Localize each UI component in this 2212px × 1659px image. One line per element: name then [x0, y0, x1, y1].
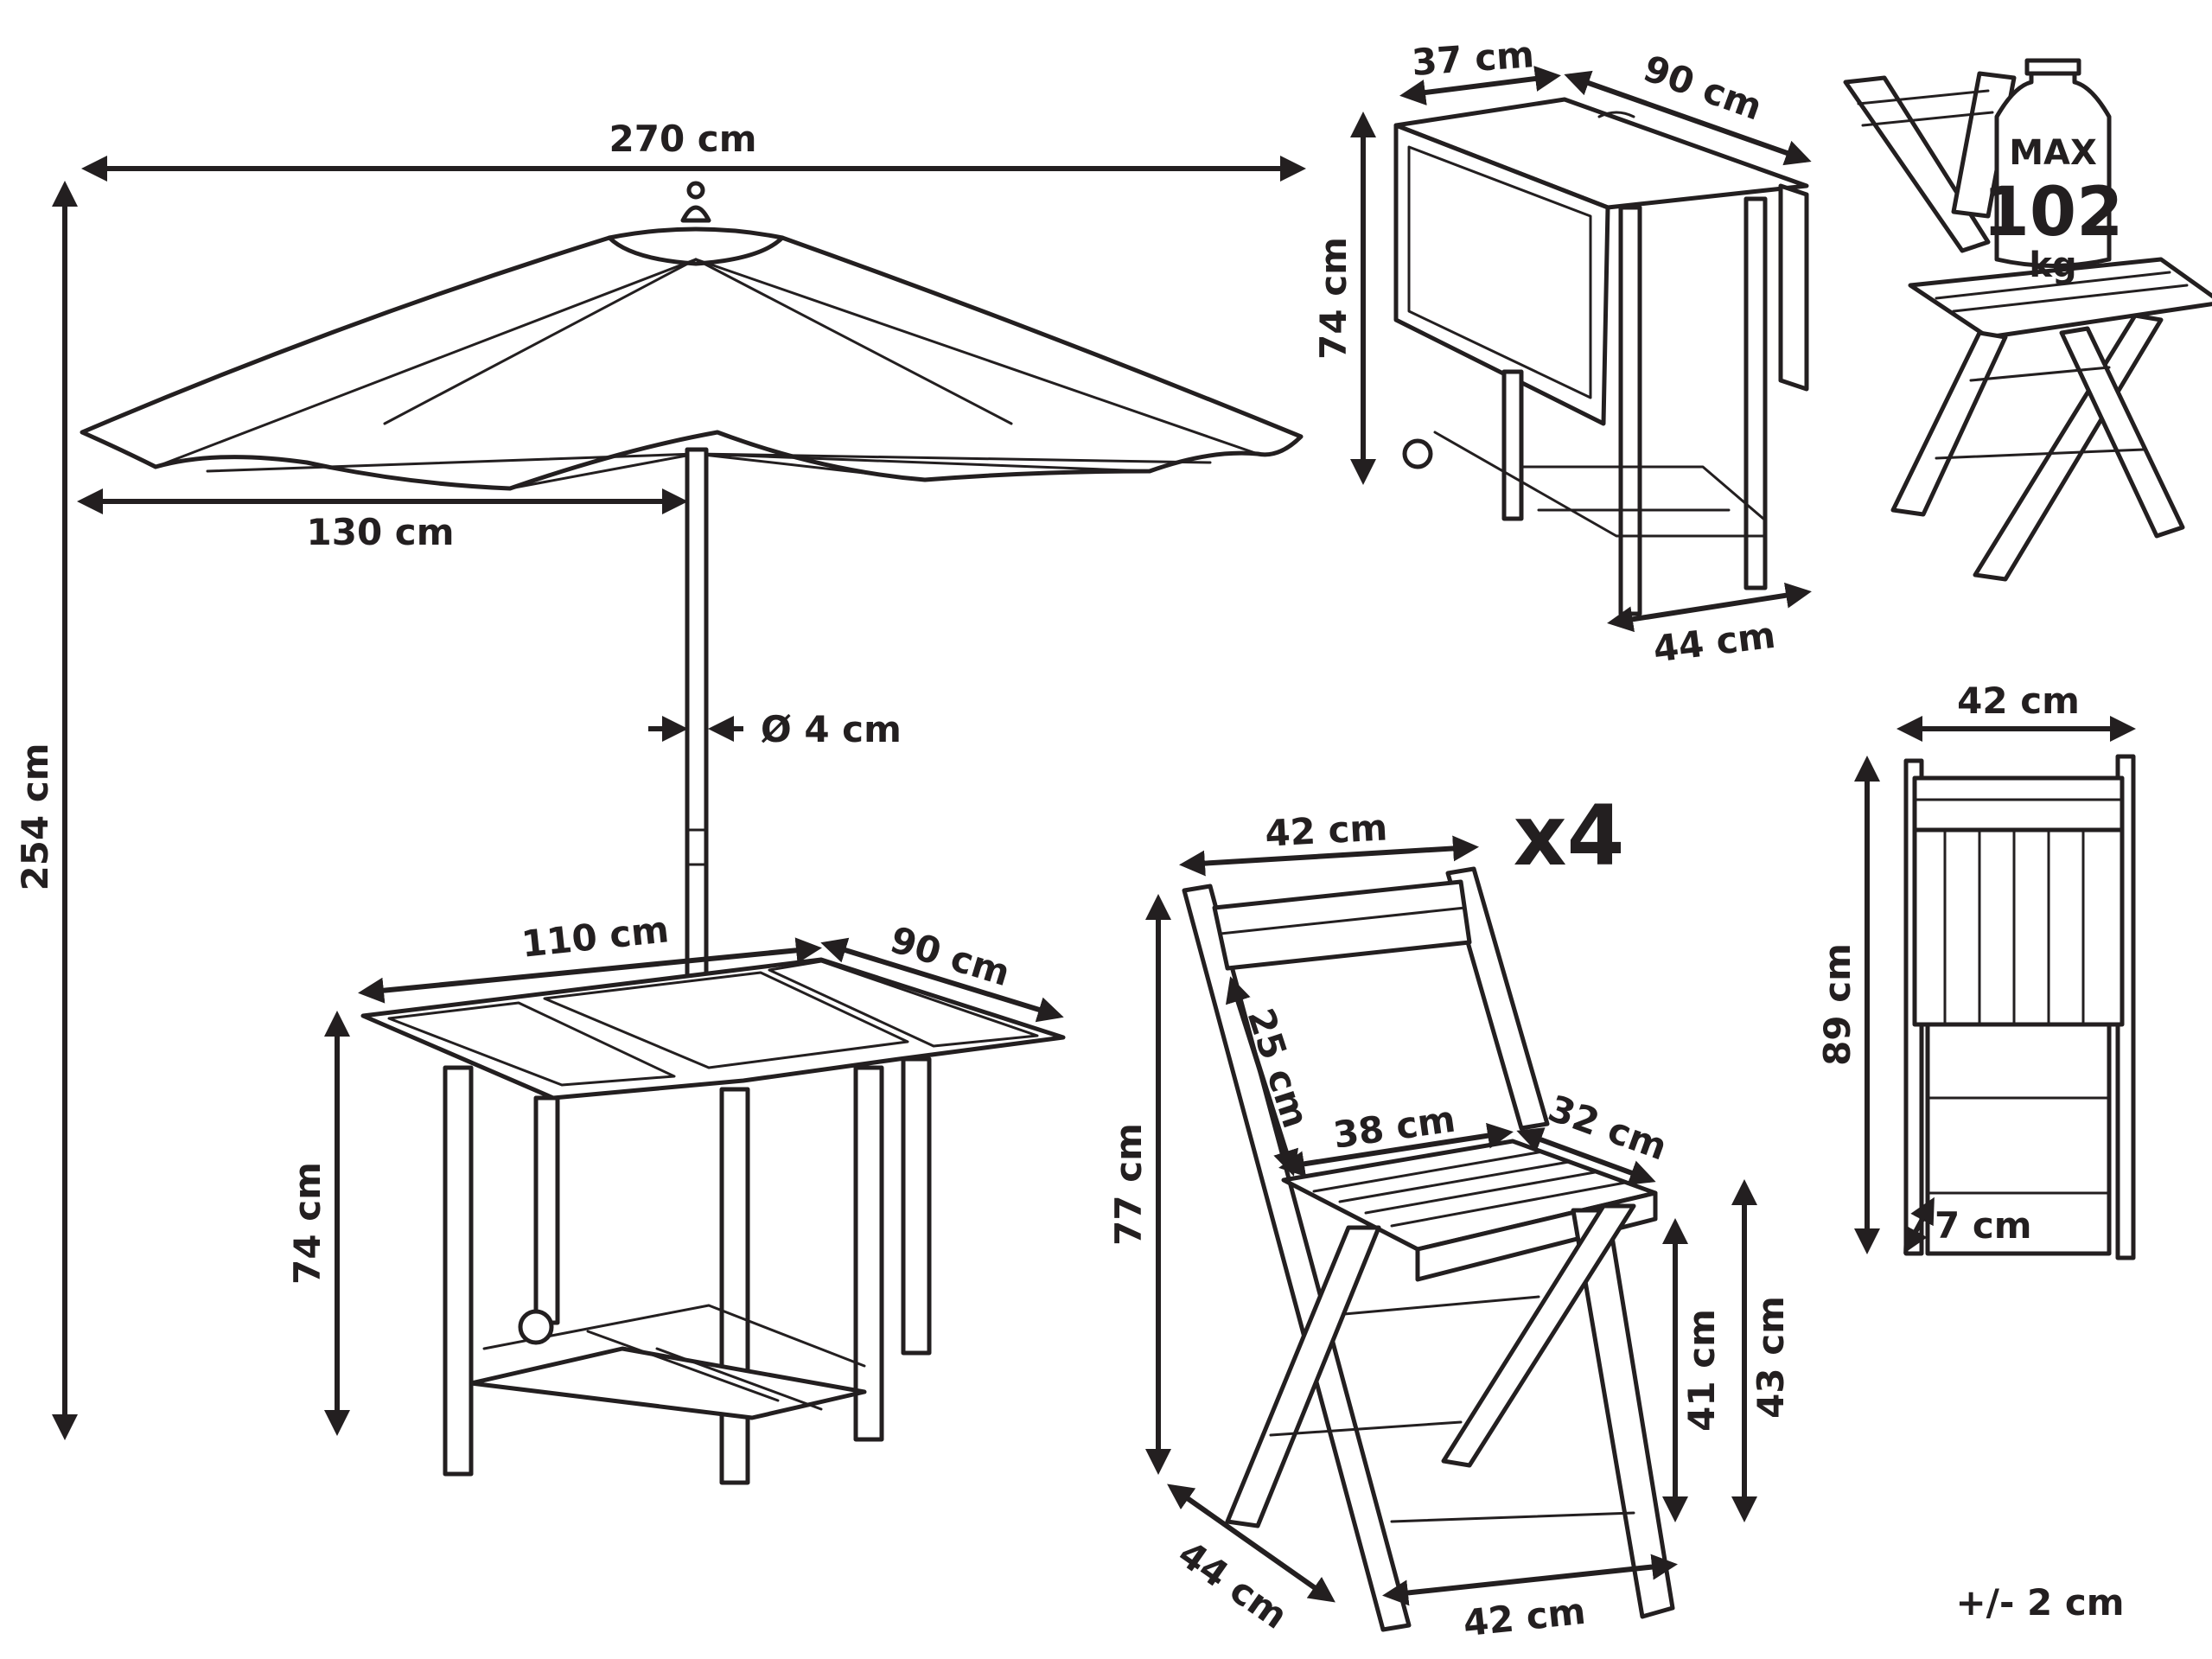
pole-diameter-label: Ø 4 cm	[761, 708, 902, 750]
chair-height-label: 77 cm	[1107, 1123, 1150, 1246]
chair-drawing	[1182, 866, 1675, 1632]
chair-seat-width-label: 38 cm	[1330, 1098, 1457, 1157]
max-load-unit: kg	[2029, 246, 2076, 285]
dimension-lines	[52, 66, 2136, 1606]
chair-width-top-label: 42 cm	[1264, 806, 1388, 854]
umbrella-drawing	[80, 181, 1304, 1023]
chair-seat-height-label: 43 cm	[1750, 1296, 1792, 1419]
folded-table-base-label: 44 cm	[1651, 614, 1778, 671]
folded-chair-width-label: 42 cm	[1957, 680, 2080, 722]
chair-quantity-label: x4	[1514, 788, 1625, 884]
open-table-length-label: 110 cm	[520, 908, 671, 966]
chair-width-base-label: 42 cm	[1461, 1590, 1587, 1645]
open-table-drawing	[360, 957, 1066, 1485]
folded-table-height-label: 74 cm	[1312, 237, 1355, 360]
max-load-value: 102	[1983, 174, 2124, 252]
chair-depth-base-label: 44 cm	[1170, 1532, 1295, 1637]
folded-chair-thickness-label: 7 cm	[1935, 1204, 2032, 1247]
folded-table-drawing	[1393, 97, 1809, 616]
folded-table-width-label: 90 cm	[1638, 47, 1768, 129]
chair-seat-depth-label: 32 cm	[1543, 1087, 1673, 1169]
chair-max-load-drawing: MAX 102 kg	[1843, 58, 2212, 582]
umbrella-radius-label: 130 cm	[307, 511, 455, 553]
umbrella-height-label: 254 cm	[14, 743, 56, 891]
folded-chair-drawing	[1903, 754, 2136, 1260]
chair-seat-height-front-label: 41 cm	[1680, 1309, 1723, 1432]
folded-chair-height-label: 89 cm	[1816, 943, 1858, 1066]
umbrella-total-width-label: 270 cm	[609, 118, 757, 160]
max-load-label: MAX	[2009, 133, 2097, 173]
open-table-height-label: 74 cm	[286, 1162, 328, 1285]
folded-table-depth-label: 37 cm	[1411, 33, 1536, 84]
tolerance-label: +/- 2 cm	[1955, 1581, 2124, 1624]
